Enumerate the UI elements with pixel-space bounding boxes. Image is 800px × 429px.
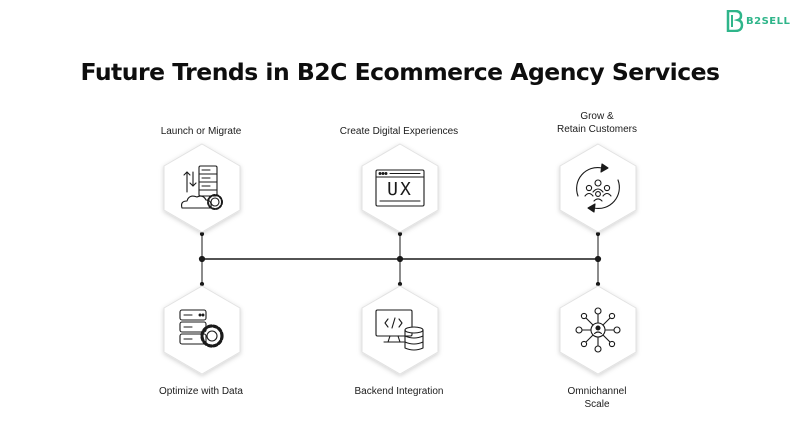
brand-logo: B2SELL	[726, 10, 790, 32]
connector-lines	[198, 231, 602, 287]
hex-create-digital-experiences: UX	[362, 144, 438, 232]
node-dot	[199, 231, 205, 237]
node-dot	[396, 255, 404, 263]
label-backend-integration: Backend Integration	[354, 386, 444, 397]
node-dot	[594, 255, 602, 263]
hex-grow-retain-customers	[560, 144, 636, 232]
brand-name: B2SELL	[746, 15, 791, 27]
node-dot	[397, 281, 403, 287]
label-launch-or-migrate: Launch or Migrate	[160, 126, 242, 137]
label-optimize-with-data: Optimize with Data	[159, 386, 243, 397]
label-grow-retain-customers: Grow & Retain Customers	[556, 111, 638, 135]
node-dot	[397, 231, 403, 237]
node-dot	[595, 231, 601, 237]
customer-cycle-icon	[576, 163, 620, 213]
hex-omnichannel-scale	[560, 286, 636, 374]
hex-optimize-with-data	[164, 286, 240, 374]
server-gear-icon	[179, 309, 224, 348]
brand-logo-icon	[726, 10, 744, 32]
node-dot	[198, 255, 206, 263]
node-dot	[199, 281, 205, 287]
hex-launch-or-migrate	[164, 144, 240, 232]
omnichannel-network-icon	[575, 307, 621, 353]
page-title: Future Trends in B2C Ecommerce Agency Se…	[80, 58, 720, 86]
label-create-digital-experiences: Create Digital Experiences	[339, 126, 459, 137]
server-cloud-icon	[181, 165, 223, 210]
ux-text: UX	[387, 179, 413, 200]
ux-window-icon	[375, 169, 425, 207]
node-dot	[595, 281, 601, 287]
label-omnichannel-scale: Omnichannel Scale	[567, 386, 627, 410]
hex-backend-integration	[362, 286, 438, 374]
monitor-database-icon	[375, 309, 424, 351]
